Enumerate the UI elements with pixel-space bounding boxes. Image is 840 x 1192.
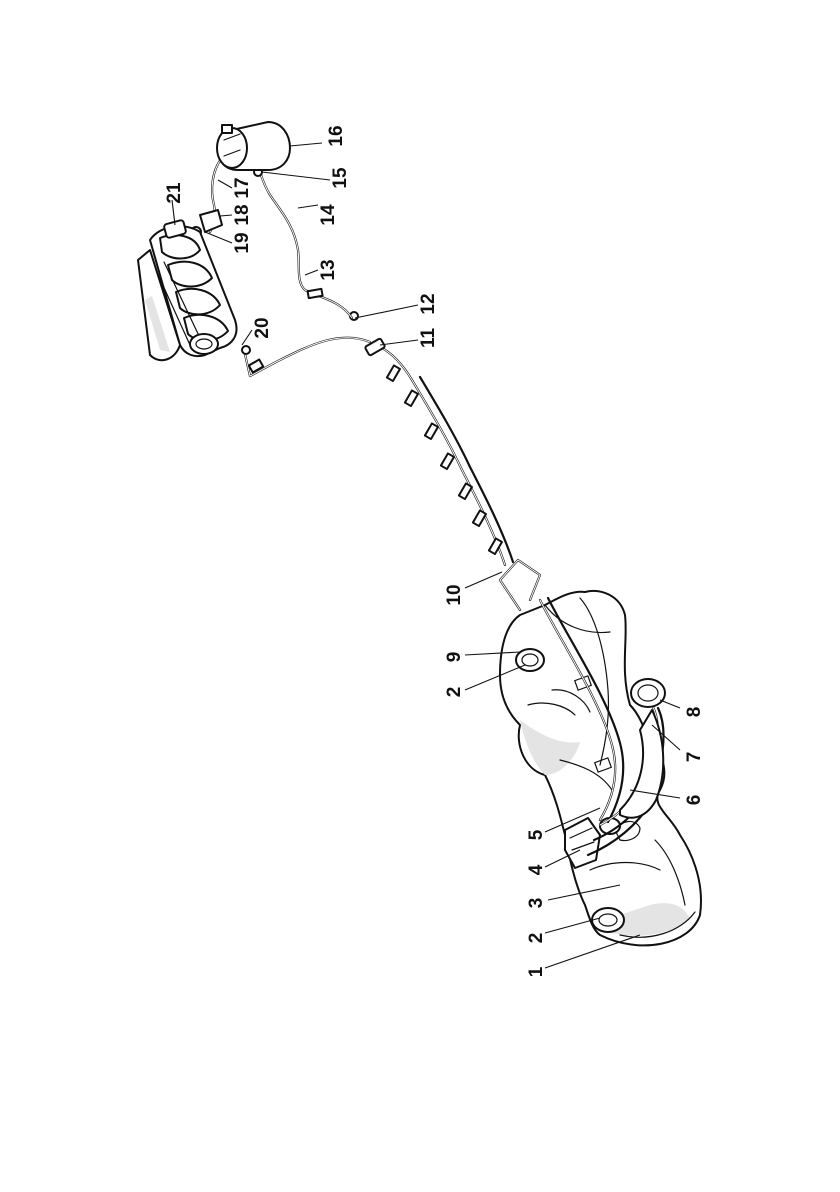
callout-7: 7 <box>684 752 705 763</box>
drain-plug-upper <box>516 649 544 671</box>
drain-plug-lower <box>592 908 624 932</box>
main-fuel-line <box>376 345 513 565</box>
callout-4: 4 <box>526 864 547 875</box>
callout-3: 3 <box>526 898 547 909</box>
filler-cap <box>631 679 665 707</box>
callout-12: 12 <box>418 293 439 314</box>
callout-10: 10 <box>444 584 465 605</box>
callout-14: 14 <box>318 204 339 226</box>
callout-13: 13 <box>318 259 339 280</box>
callout-16: 16 <box>326 125 347 146</box>
callout-2: 2 <box>526 933 547 944</box>
callout-1: 1 <box>526 966 547 977</box>
fuel-tank <box>500 591 701 945</box>
fuel-line-20 <box>242 338 370 376</box>
fuel-line-10 <box>500 560 540 610</box>
callout-8: 8 <box>684 707 705 718</box>
vapor-line-14 <box>254 168 352 318</box>
callout-18: 18 <box>232 204 253 225</box>
callout-15: 15 <box>330 167 351 189</box>
callout-21: 21 <box>164 182 185 204</box>
line-clips <box>387 365 502 554</box>
intake-manifold <box>138 226 237 360</box>
callout-17: 17 <box>232 177 253 198</box>
charcoal-canister <box>217 122 290 170</box>
callout-11: 11 <box>418 328 439 349</box>
callout-9: 9 <box>444 652 465 663</box>
callout-20: 20 <box>252 317 273 338</box>
callout-19: 19 <box>232 232 253 253</box>
callout-6: 6 <box>684 795 705 806</box>
callout-2b: 2 <box>444 687 465 698</box>
quick-connector <box>350 312 385 356</box>
callout-5: 5 <box>526 829 547 840</box>
